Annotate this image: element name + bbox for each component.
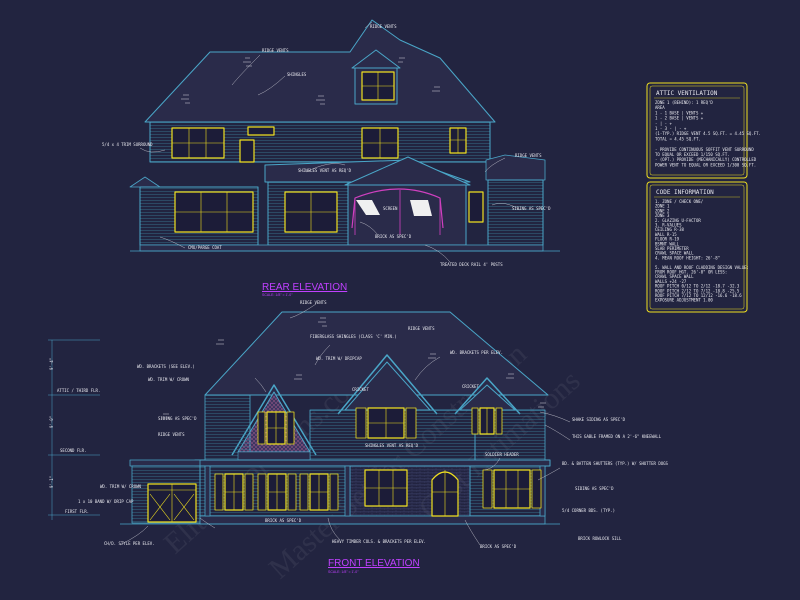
- front-note-brick: BRICK AS SPEC'D: [265, 518, 302, 523]
- attic_panel-line: 1 - 3 - | - +: [655, 126, 687, 131]
- front-note-gable-framed: THIS GABLE FRAMED ON A 2'-6" KNEEWALL: [572, 434, 662, 439]
- attic_panel-line: - PROVIDE CONTINUOUS SOFFIT VENT SURROUN…: [655, 147, 754, 152]
- level-label-attic: ATTIC / THIRD FLR.: [57, 388, 100, 393]
- front-note-cricket: CRICKET: [352, 387, 369, 392]
- attic_panel-line: 1 - 1 BASE | VENTS +: [655, 110, 704, 115]
- level-dim-second: 9'-1": [49, 476, 54, 488]
- code-information-panel: CODE INFORMATION 1. ZONE / CHECK ONE/ ZO…: [646, 181, 749, 313]
- rear-note-ridge-vents-left: RIDGE VENTS: [262, 48, 289, 53]
- code_panel-line: 1. ZONE / CHECK ONE/: [655, 199, 704, 204]
- level-label-second: SECOND FLR.: [60, 448, 87, 453]
- rear-note-screen: SCREEN: [383, 206, 398, 211]
- front-note-timber-cols: HEAVY TIMBER COLS. & BRACKETS PER ELEV.: [332, 539, 426, 544]
- attic_panel-line: - (OPT.) PROVIDE (MECHANICALLY) CONTROLL…: [655, 157, 757, 162]
- rear-note-parge-coat: CMU/PARGE COAT: [188, 245, 222, 250]
- code_panel-line: ZONE 3: [655, 213, 670, 218]
- rear-note-trim-surround: 5/4 x 4 TRIM SURROUND: [102, 142, 153, 147]
- attic_panel-line: TO EQUAL OR EXCEED 1/150 SQ.FT.: [655, 152, 730, 157]
- code_panel-line: FROM ROOF HGT. 26'-0" OR LESS:: [655, 270, 727, 275]
- front-note-brick-2: BRICK AS SPEC'D: [480, 544, 517, 549]
- code_panel-line: ROOF PITCH 2/12 TO 7/12 -18.8 -25.5: [655, 288, 740, 293]
- front-note-shingles-vent: SHINGLES VENT AS REQ'D: [365, 443, 419, 448]
- front-note-siding: SIDING AS SPEC'D: [158, 416, 197, 421]
- front-note-ridge-vents: RIDGE VENTS: [300, 300, 327, 305]
- attic_panel-line: POWER VENT TO EQUAL OR EXCEED 1/300 SQ.F…: [655, 162, 756, 167]
- front-note-soldier-header: SOLDIER HEADER: [485, 452, 519, 457]
- attic_panel-line: 1 - 2 BASE | VENTS +: [655, 116, 704, 121]
- front-note-garage-style: CH/D. STYLE PER ELEV.: [104, 541, 155, 546]
- rear-note-deck-rail: TREATED DECK RAIL 4' POSTS: [440, 262, 503, 267]
- code_panel-line: 3. R-VALUES: [655, 223, 682, 228]
- rear-elevation-title: REAR ELEVATION: [262, 282, 347, 293]
- code_panel-line: WALLS +24 -27: [655, 279, 687, 284]
- front-elevation: 9'-4" 9'-0" 9'-1" ATTIC / THIRD FLR. SEC…: [48, 300, 669, 574]
- rear-note-shingles: SHINGLES: [287, 72, 307, 77]
- code_panel-line: WALL R-15: [655, 232, 677, 237]
- code_panel-line: 4. MEAN ROOF HEIGHT: 26'-8": [655, 255, 720, 260]
- front-note-cricket-2: CRICKET: [462, 384, 479, 389]
- code_panel-line: SLAB PERIMETER: [655, 246, 689, 251]
- front-note-corner-bds: 5/4 CORNER BDS. (TYP.): [562, 508, 615, 513]
- code_panel-line: ROOF PITCH 0/12 TO 2/12 -18.7 -32.3: [655, 284, 740, 289]
- front-note-siding-2: SIDING AS SPEC'D: [575, 486, 614, 491]
- level-dim-top: 9'-4": [49, 358, 54, 370]
- front-note-brackets-right: WD. BRACKETS PER ELEV.: [450, 350, 503, 355]
- front-note-batten-shutters: BD. & BATTEN SHUTTERS (TYP.) W/ SHUTTER …: [562, 461, 669, 466]
- attic-panel-title: ATTIC VENTILATION: [656, 90, 718, 97]
- rear-note-ridge-vents-right: RIDGE VENTS: [515, 153, 542, 158]
- code_panel-line: CRAWL SPACE WALL: [655, 274, 694, 279]
- front-note-brick-rowlock: BRICK ROWLOCK SILL: [578, 536, 622, 541]
- code_panel-line: 5. WALL AND ROOF CLADDING DESIGN VALUE:: [655, 265, 749, 270]
- code_panel-line: 2. GLAZING U-FACTOR: [655, 218, 701, 223]
- attic_panel-line: TOTAL = 4.45 SQ.FT.: [655, 136, 701, 141]
- front-note-trim-crown: WD. TRIM W/ CROWN: [148, 377, 190, 382]
- front-note-brackets-left: WD. BRACKETS (SEE ELEV.): [137, 364, 195, 369]
- front-note-trim-crown-2: WD. TRIM W/ CROWN: [100, 484, 142, 489]
- attic_panel-line: - | - +: [655, 121, 672, 126]
- attic_panel-line: (1-TYP.) RIDGE VENT 4.5 SQ.FT. = 4.45 SQ…: [655, 131, 761, 136]
- level-dim-attic: 9'-0": [49, 416, 54, 428]
- code_panel-line: FLOOR R-19: [655, 237, 680, 242]
- rear-elevation: RIDGE VENTS RIDGE VENTS SHINGLES 5/4 x 4…: [102, 19, 560, 297]
- code_panel-line: BSMNT WALL: [655, 241, 680, 246]
- code_panel-line: ROOF PITCH 7/12 TO 12/12 -16.6 -18.6: [655, 293, 742, 298]
- code_panel-line: CEILING R-38: [655, 227, 684, 232]
- attic-ventilation-panel: ATTIC VENTILATION ZONE 1 (BEHIND): 1 REQ…: [646, 82, 761, 179]
- front-elevation-title: FRONT ELEVATION: [328, 558, 420, 569]
- code_panel-line: EXPOSURE ADJUSTMENT 1.00: [655, 298, 713, 303]
- rear-note-brick: BRICK AS SPEC'D: [375, 234, 412, 239]
- front-elevation-scale: SCALE: 1/8" = 1'-0": [328, 570, 359, 574]
- code-panel-lines: 1. ZONE / CHECK ONE/ ZONE 1 ZONE 2 ZONE …: [655, 199, 749, 303]
- front-note-ridge-vents-2: RIDGE VENTS: [408, 326, 435, 331]
- front-note-band-dripcap: 1 x 10 BAND W/ DRIP CAP: [78, 499, 134, 504]
- code_panel-line: CRAWL SPACE WALL: [655, 251, 694, 256]
- code_panel-line: ZONE 1: [655, 204, 670, 209]
- rear-elevation-scale: SCALE: 1/8" = 1'-0": [262, 293, 293, 297]
- attic_panel-line: ZONE 1 (BEHIND): 1 REQ'D: [655, 100, 713, 105]
- rear-note-ridge-vents-top: RIDGE VENTS: [370, 24, 397, 29]
- code_panel-line: ZONE 2: [655, 208, 670, 213]
- front-note-ridge-vents-left: RIDGE VENTS: [158, 432, 185, 437]
- level-label-first: FIRST FLR.: [65, 509, 89, 514]
- code-panel-title: CODE INFORMATION: [656, 189, 714, 196]
- front-note-trim-dripcap: WD. TRIM W/ DRIPCAP: [316, 356, 362, 361]
- front-note-shake-siding: SHAKE SIDING AS SPEC'D: [572, 417, 626, 422]
- attic_panel-line: AREA: [655, 105, 665, 110]
- rear-note-siding: SIDING AS SPEC'D: [512, 206, 551, 211]
- front-note-fiberglass-shingles: FIBERGLASS SHINGLES (CLASS 'C' MIN.): [310, 334, 397, 339]
- rear-note-shingles-vent: SHINGLES VENT AS REQ'D: [298, 168, 352, 173]
